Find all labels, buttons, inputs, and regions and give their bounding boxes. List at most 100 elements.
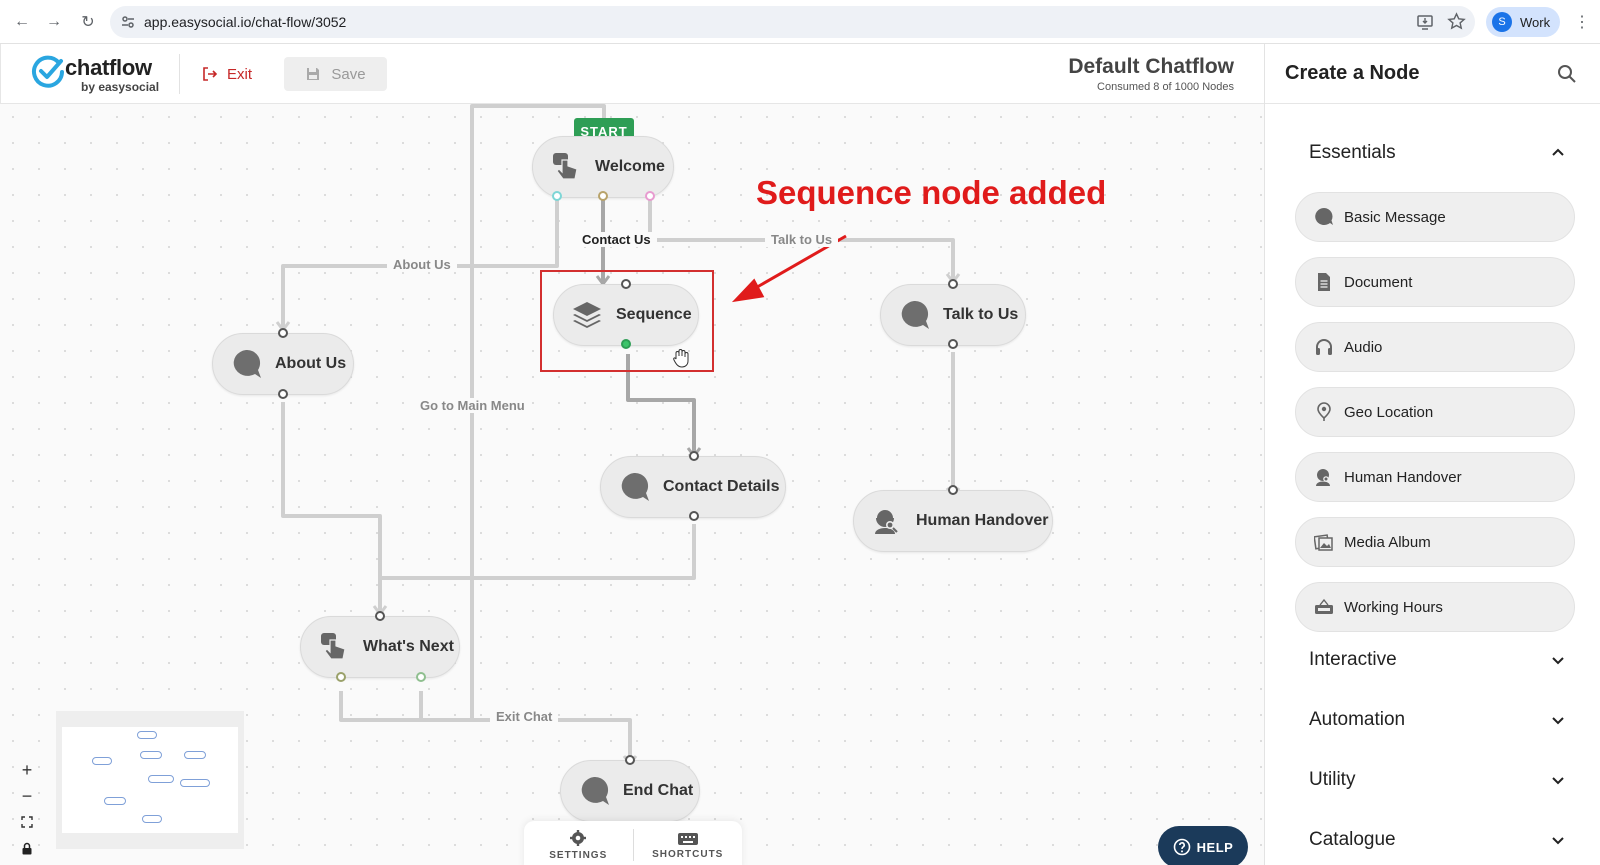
- layers-icon: [573, 302, 601, 328]
- back-arrow-icon[interactable]: ←: [14, 13, 30, 30]
- fit-view-button[interactable]: [14, 809, 40, 835]
- node-label: Human Handover: [916, 512, 1049, 529]
- forward-arrow-icon[interactable]: →: [46, 13, 62, 30]
- open-sign-icon: [1315, 598, 1333, 614]
- browser-menu-icon[interactable]: ⋮: [1574, 14, 1590, 31]
- handle-whatsnext-1[interactable]: [336, 672, 346, 682]
- palette-human-handover[interactable]: Human Handover: [1295, 452, 1575, 502]
- node-welcome[interactable]: Welcome: [532, 136, 674, 198]
- handle-whatsnext-in[interactable]: [375, 611, 385, 621]
- logo-subtitle: by easysocial: [81, 80, 160, 94]
- edge-label-exit-chat[interactable]: Exit Chat: [490, 709, 559, 724]
- install-app-icon[interactable]: [1416, 13, 1434, 31]
- palette-label: Media Album: [1344, 533, 1431, 551]
- minimap-node: [184, 751, 206, 759]
- handle-endchat-in[interactable]: [625, 755, 635, 765]
- flow-canvas[interactable]: Contact Us Talk to Us About Us Go to Mai…: [0, 104, 1264, 865]
- section-utility[interactable]: Utility: [1309, 765, 1565, 795]
- section-automation[interactable]: Automation: [1309, 705, 1565, 735]
- panel-title: Create a Node: [1285, 62, 1420, 84]
- minimap[interactable]: [56, 711, 244, 849]
- handle-contact-out[interactable]: [689, 511, 699, 521]
- handle-welcome-3[interactable]: [645, 191, 655, 201]
- minimap-node: [137, 731, 157, 739]
- zoom-controls: + −: [14, 757, 40, 861]
- annotation-highlight-box: [540, 270, 714, 372]
- browser-toolbar: ← → ↻ app.easysocial.io/chat-flow/3052 S…: [0, 0, 1600, 44]
- save-button[interactable]: Save: [284, 57, 387, 91]
- help-button[interactable]: HELP: [1158, 826, 1248, 865]
- search-icon[interactable]: [1557, 64, 1577, 84]
- palette-label: Geo Location: [1344, 403, 1434, 421]
- handle-welcome-1[interactable]: [552, 191, 562, 201]
- chat-bubble-icon: [581, 776, 609, 805]
- headphones-icon: [1316, 339, 1332, 355]
- edge-label-contact-us[interactable]: Contact Us: [576, 232, 657, 247]
- node-label: What's Next: [363, 638, 454, 655]
- tap-hand-icon: [321, 633, 346, 660]
- node-about-us[interactable]: About Us: [212, 333, 354, 395]
- handle-talk-in[interactable]: [948, 279, 958, 289]
- section-essentials[interactable]: Essentials: [1309, 138, 1565, 168]
- handle-about-in[interactable]: [278, 328, 288, 338]
- url-text[interactable]: app.easysocial.io/chat-flow/3052: [144, 14, 347, 30]
- address-bar[interactable]: app.easysocial.io/chat-flow/3052: [110, 6, 1475, 38]
- chevron-up-icon: [1552, 148, 1564, 156]
- flow-edges: [275, 104, 961, 767]
- app-header: chatflow by easysocial Exit Save Default…: [0, 44, 1264, 104]
- settings-button[interactable]: SETTINGS: [524, 821, 633, 865]
- node-usage-counter: Consumed 8 of 1000 Nodes: [1097, 81, 1234, 93]
- profile-avatar: S: [1492, 12, 1512, 32]
- handle-about-out[interactable]: [278, 389, 288, 399]
- lock-button[interactable]: [14, 835, 40, 861]
- panel-header: Create a Node: [1265, 44, 1600, 104]
- node-human-handover[interactable]: Human Handover: [853, 490, 1053, 552]
- node-talk-to-us[interactable]: Talk to Us: [880, 284, 1026, 346]
- lock-icon: [22, 842, 32, 854]
- image-gallery-icon: [1314, 534, 1333, 551]
- site-settings-icon[interactable]: [120, 14, 136, 30]
- flow-title[interactable]: Default Chatflow: [1068, 55, 1234, 78]
- palette-geo-location[interactable]: Geo Location: [1295, 387, 1575, 437]
- chat-bubble-icon: [901, 300, 929, 329]
- handle-handover-in[interactable]: [948, 485, 958, 495]
- keyboard-icon: [677, 833, 698, 845]
- handle-welcome-2[interactable]: [598, 191, 608, 201]
- section-catalogue[interactable]: Catalogue: [1309, 825, 1565, 855]
- reload-icon[interactable]: ↻: [81, 14, 95, 31]
- edge-label-about-us[interactable]: About Us: [387, 257, 457, 272]
- bookmark-star-icon[interactable]: [1447, 12, 1466, 31]
- zoom-in-button[interactable]: +: [21, 759, 33, 780]
- exit-button[interactable]: Exit: [201, 58, 252, 90]
- section-label: Automation: [1309, 709, 1406, 730]
- node-end-chat[interactable]: End Chat: [560, 760, 700, 822]
- node-whats-next[interactable]: What's Next: [300, 616, 460, 678]
- palette-working-hours[interactable]: Working Hours: [1295, 582, 1575, 632]
- palette-label: Working Hours: [1344, 598, 1443, 616]
- shortcuts-button[interactable]: SHORTCUTS: [634, 821, 743, 865]
- palette-label: Basic Message: [1344, 208, 1446, 226]
- handle-sequence-in[interactable]: [621, 279, 631, 289]
- chat-bubble-icon: [233, 349, 261, 378]
- headset-agent-icon: [1316, 469, 1330, 486]
- edge-label-talk-to-us[interactable]: Talk to Us: [765, 232, 839, 247]
- palette-basic-message[interactable]: Basic Message: [1295, 192, 1575, 242]
- handle-contact-in[interactable]: [689, 451, 699, 461]
- node-contact-details[interactable]: Contact Details: [600, 456, 786, 518]
- palette-audio[interactable]: Audio: [1295, 322, 1575, 372]
- edge-label-go-to-main-menu[interactable]: Go to Main Menu: [414, 398, 531, 413]
- edge-go-to-main-menu: [419, 104, 606, 722]
- location-pin-icon: [1317, 402, 1331, 421]
- handle-talk-out[interactable]: [948, 339, 958, 349]
- headset-agent-icon: [875, 508, 898, 534]
- zoom-out-button[interactable]: −: [21, 785, 33, 806]
- handle-sequence-out[interactable]: [621, 339, 631, 349]
- palette-document[interactable]: Document: [1295, 257, 1575, 307]
- help-label: HELP: [1196, 839, 1234, 855]
- handle-whatsnext-2[interactable]: [416, 672, 426, 682]
- palette-label: Audio: [1344, 338, 1383, 356]
- section-interactive[interactable]: Interactive: [1309, 645, 1565, 675]
- profile-chip[interactable]: S Work: [1486, 7, 1560, 37]
- node-sequence[interactable]: Sequence: [553, 284, 699, 346]
- palette-media-album[interactable]: Media Album: [1295, 517, 1575, 567]
